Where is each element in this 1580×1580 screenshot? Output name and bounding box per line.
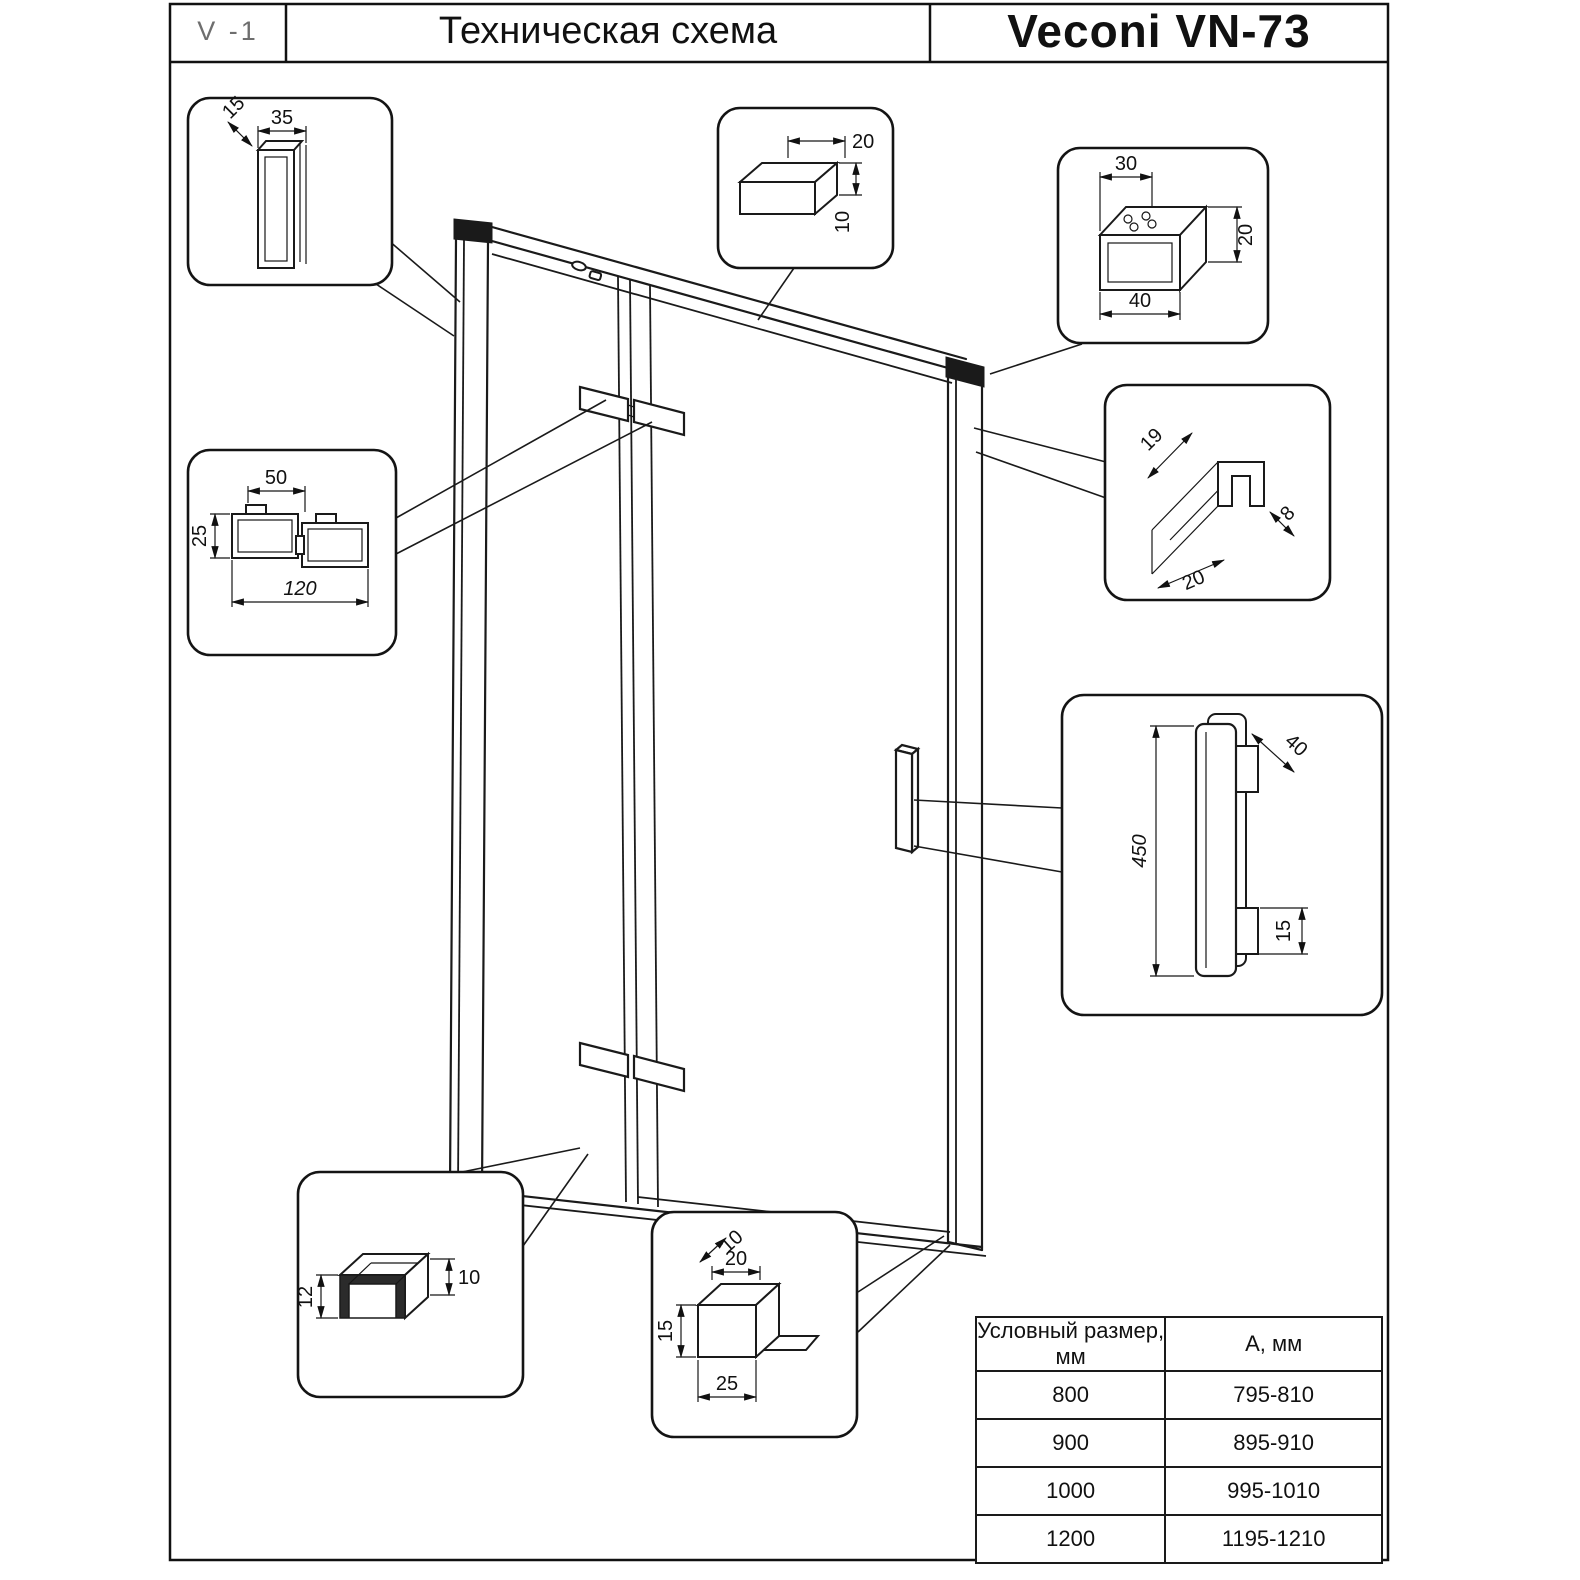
dim-bracket-top: 30 [1115, 153, 1137, 175]
size-table: Условный размер, мм А, мм 800 795-810 90… [974, 1316, 1383, 1564]
a-range: 895-910 [1164, 1418, 1383, 1468]
dim-handle-offset: 15 [1273, 920, 1295, 942]
product-name: Veconi VN-73 [1007, 5, 1311, 57]
table-row: 1200 1195-1210 [974, 1514, 1383, 1564]
callout-top-bar: 20 10 [716, 106, 895, 270]
left-profile-top-cap [453, 218, 493, 244]
nominal-size: 1200 [974, 1514, 1167, 1564]
callout-wall-profile: 35 15 [186, 92, 394, 287]
dim-foot-bracket-height: 15 [655, 1320, 677, 1342]
callout-hinge: 50 25 120 [186, 448, 398, 657]
nominal-size: 800 [974, 1370, 1167, 1420]
sheet-version: V -1 [197, 15, 259, 46]
dim-hinge-height: 25 [189, 525, 211, 547]
callout-glass-profile: 19 20 8 [1103, 383, 1332, 602]
dim-foot-bracket-base: 25 [716, 1373, 738, 1395]
top-bar-fitting [588, 270, 603, 282]
a-range: 795-810 [1164, 1370, 1383, 1420]
callout-wall-bracket: 30 40 20 [1056, 146, 1270, 345]
callout-foot-bracket: 10 20 15 25 [650, 1210, 859, 1439]
door-handle [893, 743, 921, 855]
shower-door-drawing [448, 218, 987, 1257]
size-table-header-row: Условный размер, мм А, мм [974, 1316, 1383, 1372]
size-table-header-nominal: Условный размер, мм [974, 1316, 1167, 1372]
size-table-header-a: А, мм [1164, 1316, 1383, 1372]
table-row: 900 895-910 [974, 1418, 1383, 1468]
dim-handle-length: 450 [1129, 834, 1151, 867]
a-range: 995-1010 [1164, 1466, 1383, 1516]
dim-hinge-length: 120 [283, 578, 316, 600]
dim-wall-profile-width: 35 [271, 107, 293, 129]
dim-top-bar-width: 20 [852, 131, 874, 153]
bottom-hinge [578, 1041, 686, 1093]
dim-bracket-bottom: 40 [1129, 290, 1151, 312]
dim-floor-profile-inner: 10 [458, 1267, 480, 1289]
a-range: 1195-1210 [1164, 1514, 1383, 1564]
dim-hinge-width: 50 [265, 467, 287, 489]
top-hinge [578, 385, 686, 437]
callout-handle: 450 40 15 [1060, 693, 1384, 1017]
dim-floor-profile-height: 12 [295, 1286, 317, 1308]
nominal-size: 1000 [974, 1466, 1167, 1516]
leader-lines [375, 239, 1107, 1333]
table-row: 1000 995-1010 [974, 1466, 1383, 1516]
table-row: 800 795-810 [974, 1370, 1383, 1420]
sheet-frame [168, 2, 1390, 1562]
top-bar-screw [571, 260, 587, 272]
dim-top-bar-height: 10 [832, 211, 854, 233]
sheet-title: Техническая схема [438, 9, 778, 52]
nominal-size: 900 [974, 1418, 1167, 1468]
dim-bracket-height: 20 [1235, 224, 1257, 246]
dim-foot-bracket-width: 20 [725, 1248, 747, 1270]
callout-floor-profile: 12 10 [295, 1170, 525, 1399]
